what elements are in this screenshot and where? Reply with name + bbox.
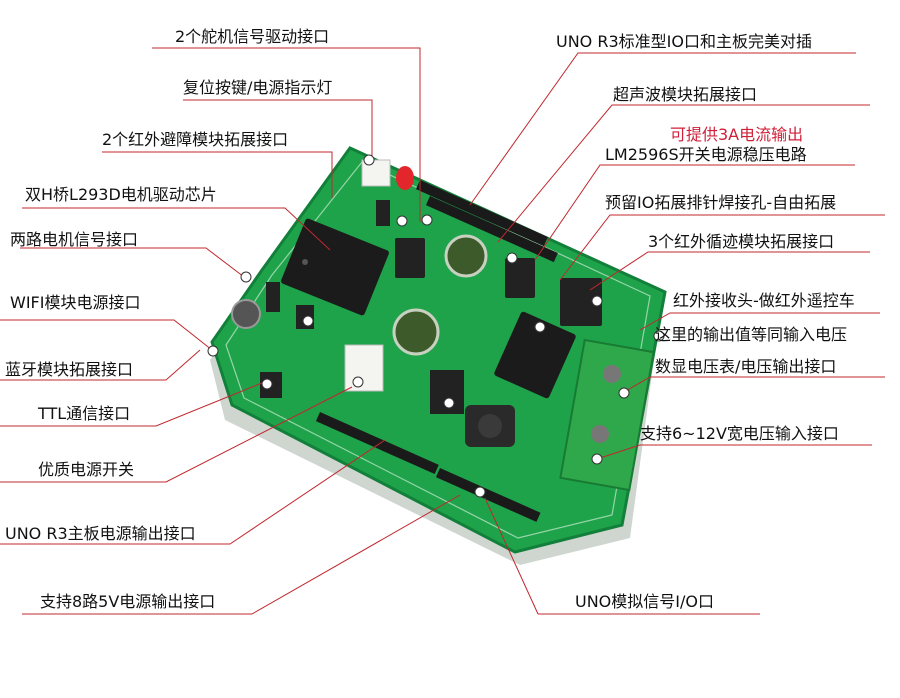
label-ultrasonic: 超声波模块拓展接口 xyxy=(613,85,758,104)
terminal-blocks xyxy=(559,338,655,492)
label-servo: 2个舵机信号驱动接口 xyxy=(175,27,330,46)
label-switch: 优质电源开关 xyxy=(38,460,135,479)
label-reserve-io: 预留IO拓展排针焊接孔-自由拓展 xyxy=(605,193,837,212)
label-reset: 复位按键/电源指示灯 xyxy=(183,78,333,97)
label-output-equal: 这里的输出值等同输入电压 xyxy=(655,325,848,344)
label-current: 可提供3A电流输出 xyxy=(670,125,804,144)
l293d-chip xyxy=(281,218,389,316)
label-uno-analog: UNO模拟信号I/O口 xyxy=(575,592,714,611)
leader-lines xyxy=(0,47,885,615)
small-headers xyxy=(260,200,464,414)
red-led xyxy=(396,166,414,190)
white-connector xyxy=(344,344,384,392)
label-uno-power: UNO R3主板电源输出接口 xyxy=(5,524,196,543)
label-five-v: 支持8路5V电源输出接口 xyxy=(40,592,216,611)
marker-dots xyxy=(207,154,665,498)
silkscreen-outline xyxy=(225,161,651,539)
label-ttl: TTL通信接口 xyxy=(38,404,131,423)
lm2596-chip xyxy=(494,311,576,399)
uno-top-header xyxy=(415,180,558,263)
white-connector-top xyxy=(361,159,391,187)
pin-headers-right xyxy=(395,238,602,326)
label-ir-receiver: 红外接收头-做红外遥控车 xyxy=(673,291,855,310)
label-wifi: WIFI模块电源接口 xyxy=(10,293,141,312)
label-motor: 两路电机信号接口 xyxy=(10,230,139,249)
label-voltmeter: 数显电压表/电压输出接口 xyxy=(655,357,837,376)
label-avoid: 2个红外避障模块拓展接口 xyxy=(102,130,289,149)
label-uno-header: UNO R3标准型IO口和主板完美对插 xyxy=(556,32,812,51)
uno-bottom-header xyxy=(315,412,541,522)
label-regulator: LM2596S开关电源稳压电路 xyxy=(605,145,807,164)
label-input: 支持6~12V宽电压输入接口 xyxy=(640,424,839,443)
label-l293d: 双H桥L293D电机驱动芯片 xyxy=(25,185,217,204)
label-tracking: 3个红外循迹模块拓展接口 xyxy=(648,232,835,251)
label-bluetooth: 蓝牙模块拓展接口 xyxy=(5,360,134,379)
capacitors xyxy=(231,234,488,356)
